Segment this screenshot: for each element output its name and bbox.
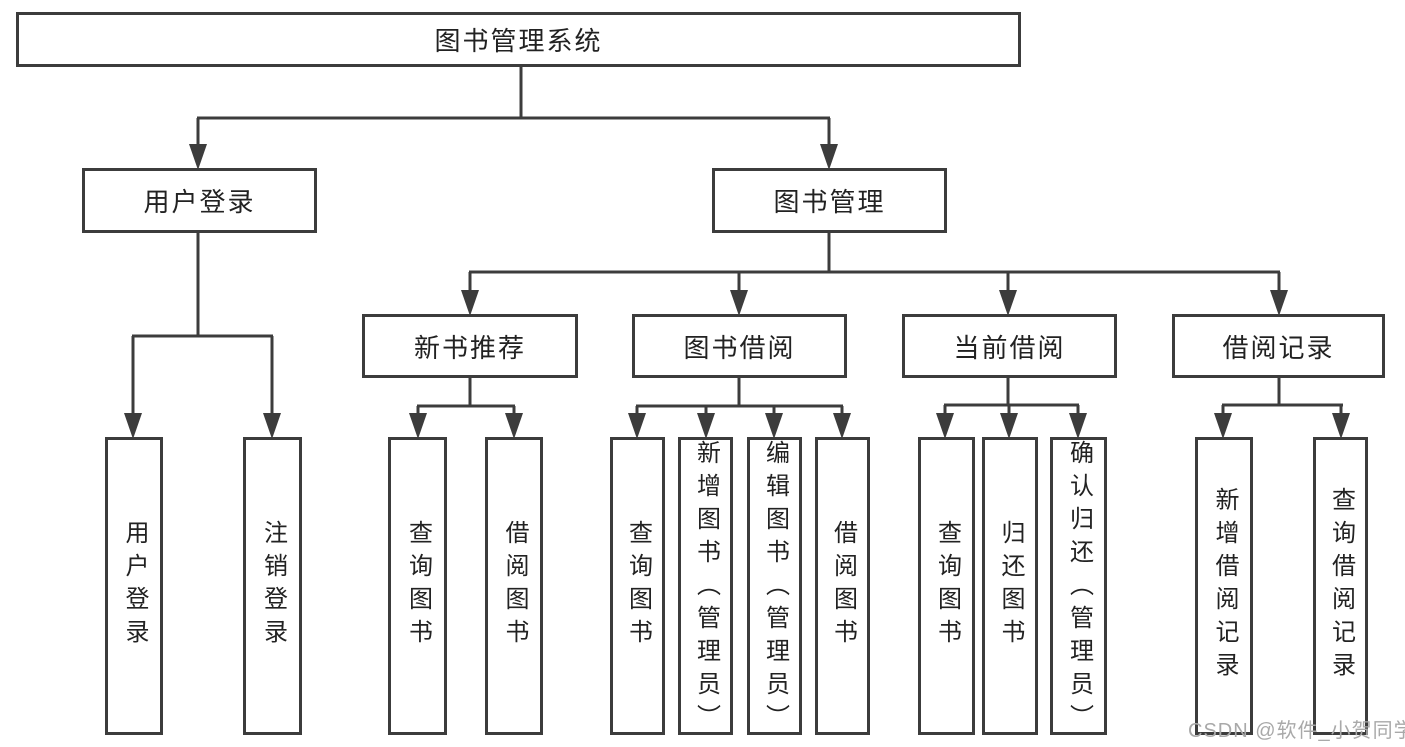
leaf-logout: 注销登录: [243, 437, 302, 735]
leaf-edit-books-admin: 编辑图书（管理员）: [747, 437, 802, 737]
leaf-query-books-borrowing: 查询图书: [610, 437, 665, 735]
leaf-query-borrow-record-label: 查询借阅记录: [1327, 487, 1355, 685]
leaf-user-login-label: 用户登录: [121, 520, 148, 652]
node-user-login: 用户登录: [82, 168, 317, 233]
connector-current-borrowing-branch: [936, 377, 1087, 439]
node-current-borrowing: 当前借阅: [902, 314, 1117, 378]
node-book-management: 图书管理: [712, 168, 947, 233]
leaf-add-books-admin: 新增图书（管理员）: [678, 437, 733, 737]
leaf-query-books-recommend-label: 查询图书: [404, 520, 432, 652]
leaf-query-books-current: 查询图书: [918, 437, 975, 735]
connector-book-management-branch: [461, 233, 1288, 316]
leaf-logout-label: 注销登录: [259, 520, 287, 652]
node-library-management-system: 图书管理系统: [16, 12, 1021, 67]
leaf-return-books-label: 归还图书: [997, 520, 1024, 652]
leaf-add-borrow-record: 新增借阅记录: [1195, 437, 1253, 735]
node-book-borrowing: 图书借阅: [632, 314, 847, 378]
node-borrowing-records: 借阅记录: [1172, 314, 1385, 378]
leaf-add-books-admin-label: 新增图书（管理员）: [692, 440, 720, 737]
connector-new-book-branch: [409, 377, 523, 439]
leaf-query-books-recommend: 查询图书: [388, 437, 447, 735]
leaf-return-books: 归还图书: [982, 437, 1038, 735]
leaf-borrow-books-borrowing: 借阅图书: [815, 437, 870, 735]
leaf-borrow-books-recommend-label: 借阅图书: [501, 520, 528, 652]
node-new-book-recommendation: 新书推荐: [362, 314, 578, 378]
leaf-borrow-books-borrowing-label: 借阅图书: [829, 520, 857, 652]
leaf-query-borrow-record: 查询借阅记录: [1313, 437, 1368, 735]
leaf-edit-books-admin-label: 编辑图书（管理员）: [761, 440, 789, 737]
leaf-query-books-current-label: 查询图书: [933, 520, 961, 652]
leaf-query-books-borrowing-label: 查询图书: [624, 520, 652, 652]
csdn-watermark: CSDN @软件_小贺同学: [1188, 720, 1405, 742]
connector-root-to-level2: [189, 66, 838, 170]
connector-borrowing-records-branch: [1214, 377, 1350, 439]
leaf-borrow-books-recommend: 借阅图书: [485, 437, 543, 735]
connector-book-borrowing-branch: [628, 377, 851, 439]
leaf-confirm-return-admin: 确认归还（管理员）: [1050, 437, 1107, 737]
connector-user-login-branch: [124, 233, 281, 439]
leaf-user-login: 用户登录: [105, 437, 163, 735]
leaf-confirm-return-admin-label: 确认归还（管理员）: [1065, 440, 1093, 737]
leaf-add-borrow-record-label: 新增借阅记录: [1211, 487, 1238, 685]
